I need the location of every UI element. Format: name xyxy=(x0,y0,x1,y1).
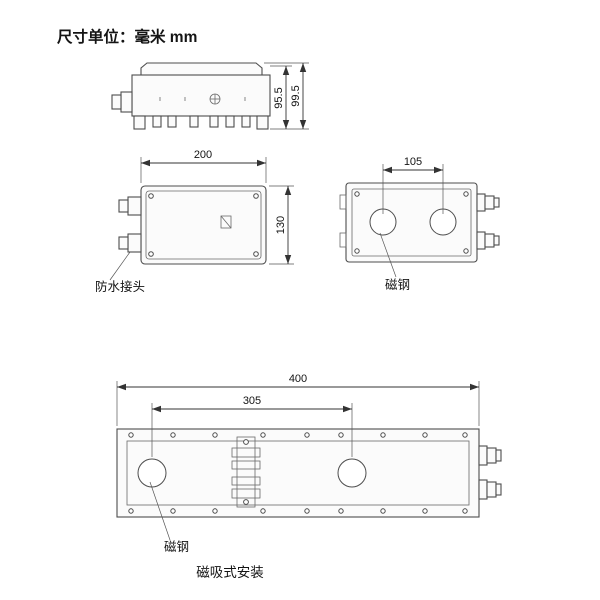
cable-gland-icon xyxy=(476,231,500,250)
dim-side-inner-height: 95.5 xyxy=(273,87,285,108)
screw-mark xyxy=(209,93,221,105)
front-view: 105 磁钢 xyxy=(339,156,500,292)
mount-dimensions: 400 305 xyxy=(116,373,480,457)
magnet-circle xyxy=(337,458,367,488)
corner-screw xyxy=(253,193,259,199)
corner-screw xyxy=(354,248,360,254)
leader-line xyxy=(379,232,397,278)
cable-gland-icon xyxy=(478,445,502,466)
flange-screw-holes xyxy=(128,432,468,514)
lid-outline xyxy=(140,62,263,76)
corner-screw xyxy=(463,191,469,197)
dim-side-overall-height: 99.5 xyxy=(290,85,302,106)
front-dimensions: 105 xyxy=(382,156,444,214)
dim-plan-width: 200 xyxy=(194,149,212,161)
mount-outline xyxy=(116,428,480,518)
corner-screw xyxy=(148,193,154,199)
corner-screw xyxy=(354,191,360,197)
cable-gland-icon xyxy=(118,233,142,253)
front-outline xyxy=(345,182,478,263)
label-magnet-front: 磁钢 xyxy=(385,277,410,292)
cable-gland-icon xyxy=(111,91,133,113)
cable-gland-icon xyxy=(478,479,502,500)
plan-inner-outline xyxy=(145,190,262,260)
label-waterproof-connector: 防水接头 xyxy=(95,279,145,294)
corner-screw xyxy=(463,248,469,254)
body-outline xyxy=(131,74,271,117)
mounting-feet xyxy=(133,115,269,130)
corner-screw xyxy=(253,251,259,257)
dim-mount-overall-width: 400 xyxy=(289,373,307,385)
mounting-bracket xyxy=(231,436,261,508)
plan-view: 200 130 防水接头 xyxy=(95,149,294,294)
leader-line xyxy=(149,481,171,541)
mount-view: 400 305 磁钢 磁吸式安装 xyxy=(116,373,502,580)
dim-plan-depth: 130 xyxy=(275,216,287,234)
dim-mount-magnet-spacing: 305 xyxy=(243,395,261,407)
corner-screw xyxy=(148,251,154,257)
plan-dimensions: 200 130 xyxy=(140,149,294,265)
cable-gland-icon xyxy=(118,196,142,216)
label-magnet-mount: 磁钢 xyxy=(164,539,189,554)
mount-inner-outline xyxy=(126,440,470,506)
side-dimensions: 95.5 99.5 xyxy=(264,62,309,130)
label-plate xyxy=(220,215,232,229)
plan-outline xyxy=(140,185,267,265)
leader-line xyxy=(109,251,131,281)
side-tab xyxy=(339,232,347,248)
side-tab xyxy=(339,194,347,210)
cable-gland-icon xyxy=(476,193,500,212)
magnet-circle xyxy=(137,458,167,488)
front-inner-outline xyxy=(351,188,472,257)
side-view: 95.5 99.5 xyxy=(111,62,309,130)
unit-note: 尺寸单位：毫米 mm xyxy=(57,27,197,46)
dim-front-magnet-spacing: 105 xyxy=(404,156,422,168)
caption-mount-type: 磁吸式安装 xyxy=(196,565,264,580)
